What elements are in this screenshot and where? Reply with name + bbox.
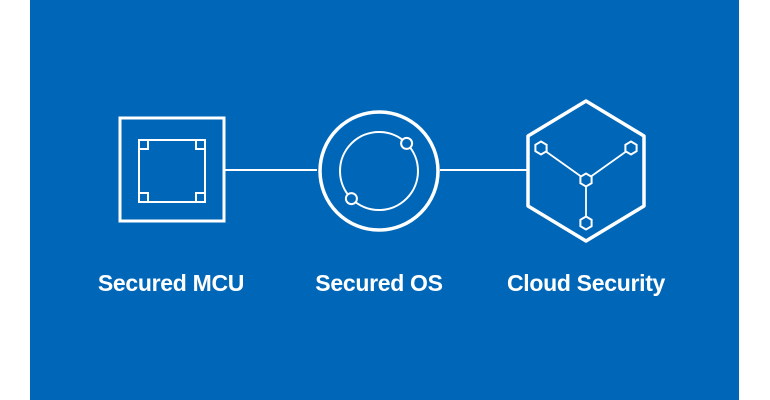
connector-os-to-cloud — [440, 169, 528, 171]
label-cloud-security: Cloud Security — [506, 270, 666, 296]
label-secured-mcu: Secured MCU — [97, 270, 245, 296]
label-secured-os: Secured OS — [315, 270, 443, 296]
diagram-stage: Secured MCU Secured OS Cloud Security — [30, 0, 739, 400]
mcu-chip-icon — [118, 116, 226, 223]
cloud-hexagon-network-icon — [526, 99, 646, 243]
os-orbit-circle-icon — [318, 110, 440, 232]
connector-mcu-to-os — [225, 169, 317, 171]
